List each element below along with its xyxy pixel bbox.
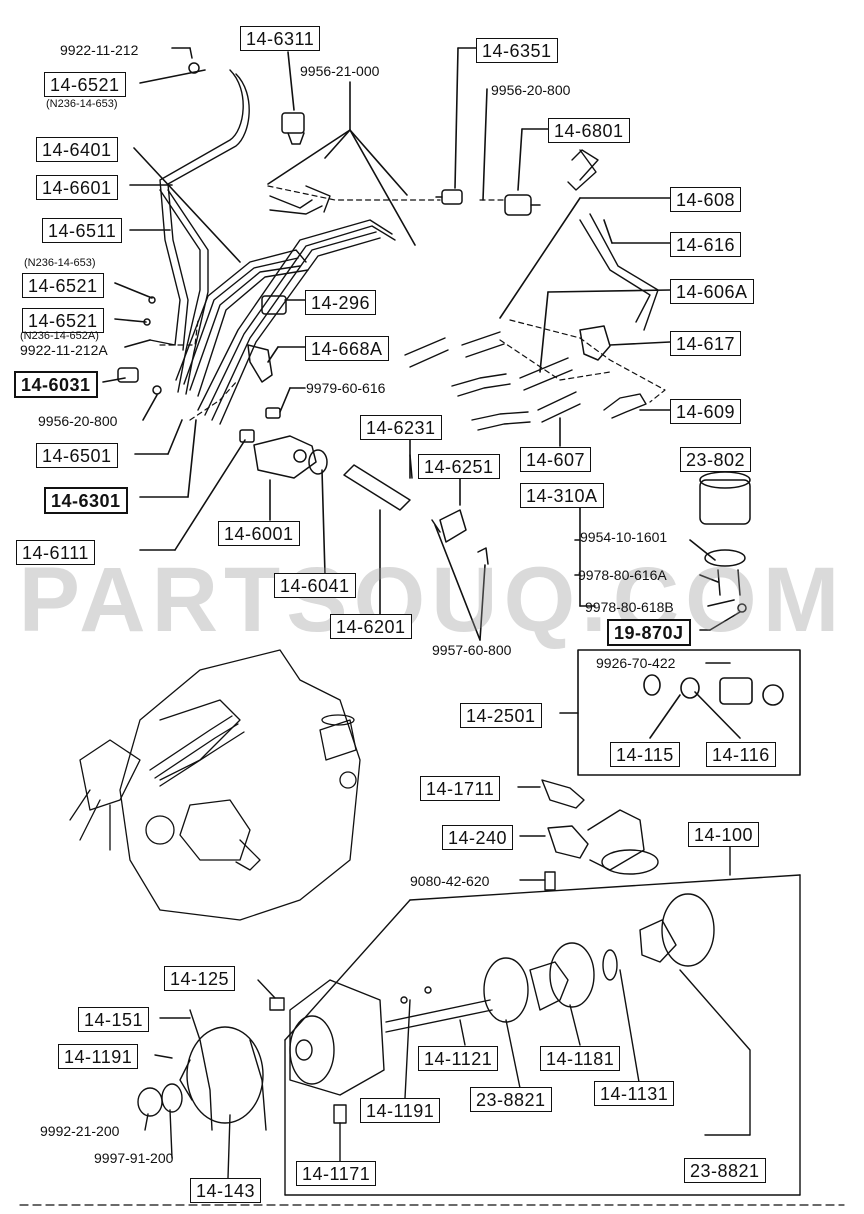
part-label[interactable]: 14-6351 <box>476 38 558 63</box>
oil-strainer-group <box>517 779 659 891</box>
part-label[interactable]: (N236-14-653) <box>24 257 96 269</box>
part-label[interactable]: 14-100 <box>688 822 760 847</box>
part-label[interactable]: 14-607 <box>520 447 592 472</box>
part-label[interactable]: 14-6111 <box>16 540 95 565</box>
fuel-lines <box>149 69 396 425</box>
part-label[interactable]: 14-116 <box>706 742 776 767</box>
part-label[interactable]: 9080-42-620 <box>410 873 490 889</box>
part-label[interactable]: 9956-20-800 <box>38 413 118 429</box>
valves-and-sensors <box>117 47 751 613</box>
part-label[interactable]: 9997-91-200 <box>94 1150 174 1166</box>
part-label[interactable]: (N236-14-653) <box>46 98 118 110</box>
part-label[interactable]: (N236-14-652A) <box>20 330 99 342</box>
part-label[interactable]: 14-1131 <box>594 1081 675 1106</box>
timing-cover-group <box>137 979 285 1179</box>
part-label[interactable]: 14-151 <box>78 1007 150 1032</box>
part-label[interactable]: 9922-11-212 <box>60 42 139 58</box>
part-label[interactable]: 14-617 <box>670 331 742 356</box>
part-label[interactable]: 14-6521 <box>22 273 104 298</box>
dashed-routing <box>159 185 666 421</box>
part-label[interactable]: 9922-11-212A <box>20 342 108 358</box>
part-label[interactable]: 14-1191 <box>58 1044 139 1069</box>
part-label[interactable]: 14-606A <box>670 279 754 304</box>
part-label[interactable]: 14-310A <box>520 483 604 508</box>
part-label[interactable]: 14-115 <box>610 742 680 767</box>
vacuum-hoses <box>404 149 659 431</box>
part-label[interactable]: 9978-80-616A <box>578 567 667 583</box>
part-label[interactable]: 14-1121 <box>418 1046 499 1071</box>
part-label[interactable]: 14-6601 <box>36 175 118 200</box>
part-label[interactable]: 14-609 <box>670 399 742 424</box>
part-label[interactable]: 9956-20-800 <box>491 82 571 98</box>
part-label[interactable]: 14-296 <box>305 290 377 315</box>
engine-illustration <box>69 649 361 921</box>
part-label[interactable]: 9954-10-1601 <box>580 529 668 545</box>
part-label[interactable]: 14-6301 <box>44 487 128 514</box>
part-label[interactable]: 14-6801 <box>548 118 630 143</box>
part-label[interactable]: 23-8821 <box>470 1087 552 1112</box>
part-label[interactable]: 14-1181 <box>540 1046 621 1071</box>
part-label[interactable]: 14-6231 <box>360 415 442 440</box>
part-label[interactable]: 14-668A <box>305 336 389 361</box>
part-label[interactable]: 14-6401 <box>36 137 118 162</box>
part-label[interactable]: 14-1711 <box>420 776 501 801</box>
part-label[interactable]: 9926-70-422 <box>596 655 676 671</box>
part-label[interactable]: 9957-60-800 <box>432 642 512 658</box>
part-label[interactable]: 19-870J <box>607 619 691 646</box>
part-label[interactable]: 14-125 <box>164 966 236 991</box>
part-label[interactable]: 14-240 <box>442 825 514 850</box>
part-label[interactable]: 23-8821 <box>684 1158 766 1183</box>
oil-pump-group <box>284 844 801 1196</box>
part-label[interactable]: 14-1171 <box>296 1161 377 1186</box>
part-label[interactable]: 14-6201 <box>330 614 412 639</box>
assembly-box-14-2501 <box>559 649 801 776</box>
part-label[interactable]: 9956-21-000 <box>300 63 380 79</box>
part-label[interactable]: 14-616 <box>670 232 742 257</box>
part-label[interactable]: 14-143 <box>190 1178 262 1203</box>
part-label[interactable]: 14-6031 <box>14 371 98 398</box>
part-label[interactable]: 14-6521 <box>44 72 126 97</box>
part-label[interactable]: 14-6511 <box>42 218 123 243</box>
part-label[interactable]: 9979-60-616 <box>306 380 386 396</box>
part-label[interactable]: 14-2501 <box>460 703 542 728</box>
part-label[interactable]: 23-802 <box>680 447 752 472</box>
part-label[interactable]: 14-1191 <box>360 1098 441 1123</box>
part-label[interactable]: 14-6001 <box>218 521 300 546</box>
part-label[interactable]: 14-6521 <box>22 308 104 333</box>
part-label[interactable]: 14-608 <box>670 187 742 212</box>
part-label[interactable]: 14-6311 <box>240 26 321 51</box>
leader-lines-upper <box>102 47 741 641</box>
part-label[interactable]: 14-6251 <box>418 454 500 479</box>
part-label[interactable]: 14-6501 <box>36 443 118 468</box>
part-label[interactable]: 9992-21-200 <box>40 1123 120 1139</box>
part-label[interactable]: 14-6041 <box>274 573 356 598</box>
part-label[interactable]: 9978-80-618B <box>585 599 674 615</box>
